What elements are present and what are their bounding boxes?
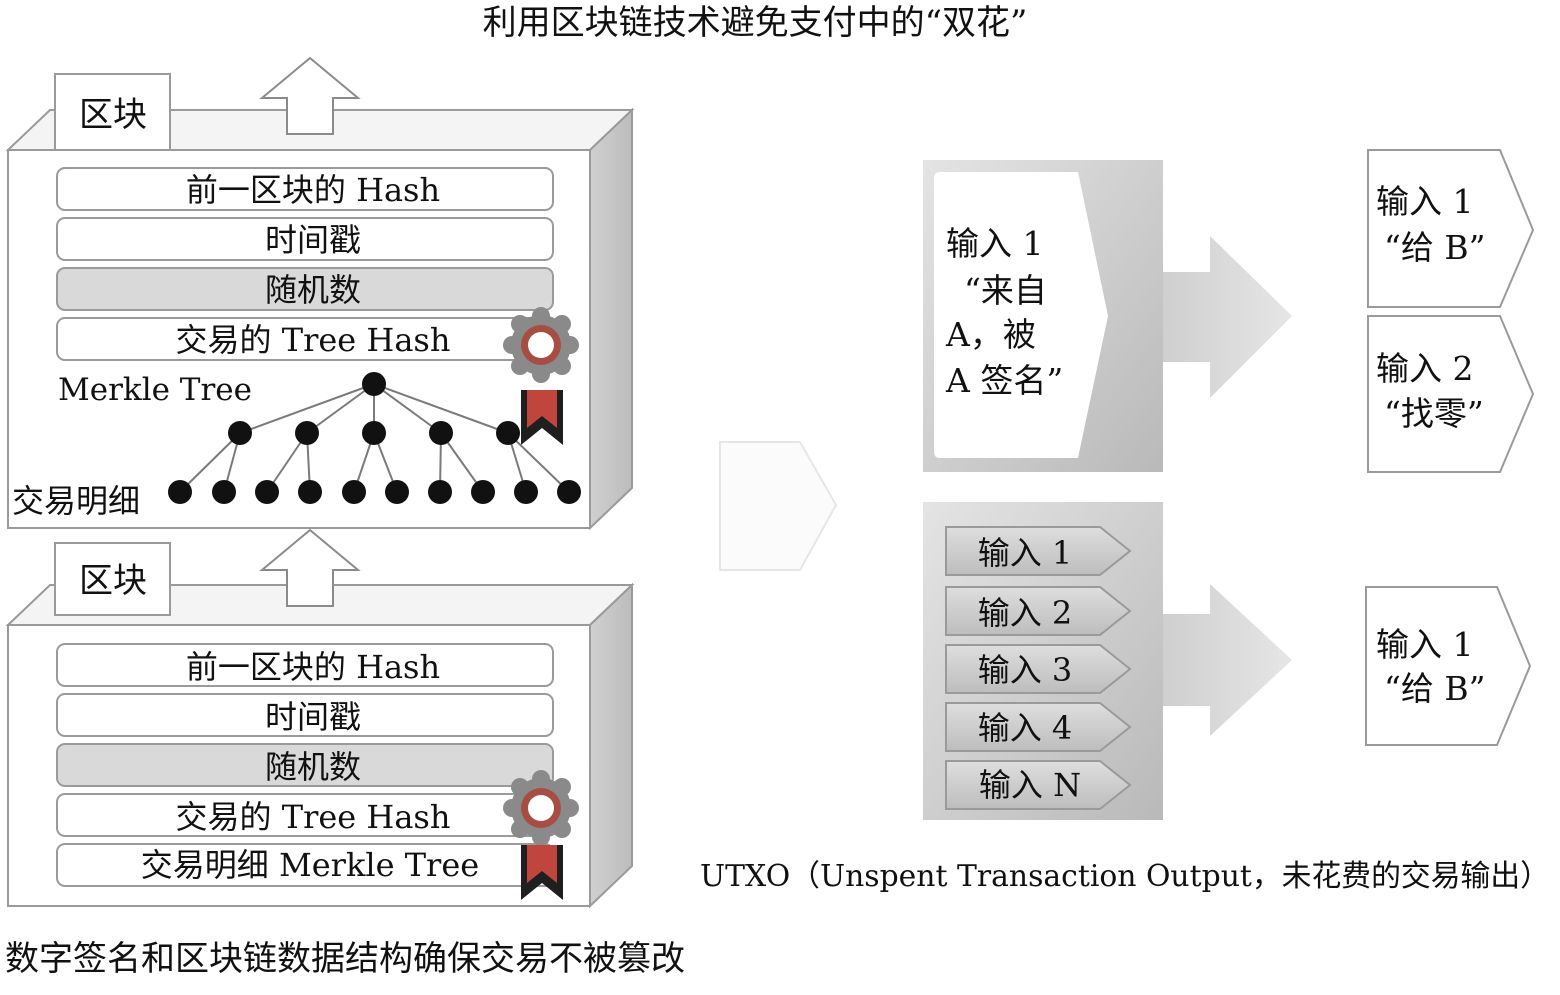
- merkle-tree-label: Merkle Tree: [58, 372, 252, 408]
- diagram-title: 利用区块链技术避免支付中的“双花”: [483, 3, 1028, 43]
- output-card-line: 输入 2: [1376, 349, 1474, 388]
- input-card-line: A，被: [945, 315, 1036, 354]
- flow-arrow-icon: [1163, 584, 1292, 736]
- input-chip-label: 输入 4: [978, 709, 1073, 747]
- up-arrow-icon: [259, 56, 361, 135]
- merkle-node: [496, 421, 520, 445]
- transaction-bottom: 输入 1 输入 2 输入 3 输入 4 输入 N 输入 1 “给 B”: [923, 502, 1532, 820]
- merkle-node: [429, 421, 453, 445]
- output-card-line: “给 B”: [1384, 228, 1485, 267]
- block-top: 区块 前一区块的 Hash 时间戳 随机数 交易的 Tree Hash Merk…: [5, 56, 635, 531]
- input-chip-label: 输入 2: [978, 594, 1073, 632]
- input-chip: [945, 586, 1132, 636]
- flow-arrow-icon: [1163, 236, 1292, 398]
- transaction-leaf-node: [342, 480, 366, 504]
- input-chip: [945, 526, 1132, 576]
- transaction-leaf-node: [557, 480, 581, 504]
- input-card-line: 输入 1: [946, 224, 1044, 263]
- merkle-node: [228, 421, 252, 445]
- caption-left: 数字签名和区块链数据结构确保交易不被篡改: [5, 939, 685, 979]
- block-row-label: 交易的 Tree Hash: [176, 321, 451, 359]
- input-chip-label: 输入 N: [979, 766, 1081, 804]
- input-chip: [945, 702, 1132, 752]
- block-row-label: 时间戳: [265, 698, 361, 736]
- block-row-label: 随机数: [265, 748, 361, 786]
- block-row-prev-hash: [56, 167, 554, 211]
- transaction-leaf-node: [255, 480, 279, 504]
- gear-seal-icon: [503, 770, 579, 846]
- block-bottom: 区块 前一区块的 Hash 时间戳 随机数 交易的 Tree Hash 交易明细…: [5, 528, 635, 909]
- transaction-leaf-node: [298, 480, 322, 504]
- ribbon-inner: [527, 390, 557, 428]
- input-card-line: A 签名”: [945, 361, 1063, 400]
- transaction-leaf-node: [212, 480, 236, 504]
- output-card-line: 输入 1: [1376, 625, 1474, 664]
- block-row-label: 前一区块的 Hash: [186, 171, 440, 209]
- input-chip: [945, 760, 1132, 810]
- block-row-label: 随机数: [265, 271, 361, 309]
- transaction-top: 输入 1 “来自 A，被 A 签名” 输入 1 “给 B” 输入 2 “找零”: [923, 149, 1535, 473]
- block-tab: [54, 73, 171, 151]
- block-row-nonce: [56, 267, 554, 311]
- transaction-leaf-node: [471, 480, 495, 504]
- transaction-leaf-node: [385, 480, 409, 504]
- merkle-root-node: [362, 372, 386, 396]
- input-chip-label: 输入 3: [978, 651, 1073, 689]
- up-arrow-icon: [259, 528, 361, 607]
- block-row-label: 交易明细 Merkle Tree: [141, 846, 479, 884]
- input-chip: [945, 644, 1132, 694]
- block-row-prev-hash: [56, 643, 554, 687]
- transaction-leaf-node: [428, 480, 452, 504]
- block-tab: [54, 542, 171, 616]
- block-row-label: 交易的 Tree Hash: [176, 798, 451, 836]
- chevron-arrow-icon: [719, 441, 838, 571]
- input-card-line: “来自: [964, 271, 1047, 310]
- block-tab-label: 区块: [79, 561, 147, 601]
- ribbon-inner: [527, 845, 557, 883]
- merkle-node: [295, 421, 319, 445]
- input-card: [934, 172, 1108, 458]
- output-card-line: 输入 1: [1376, 182, 1474, 221]
- block-row-timestamp: [56, 217, 554, 261]
- transaction-leaf-node: [168, 480, 192, 504]
- block-row-label: 前一区块的 Hash: [186, 648, 440, 686]
- block-row-nonce: [56, 743, 554, 787]
- block-row-timestamp: [56, 693, 554, 737]
- output-card-line: “给 B”: [1384, 669, 1485, 708]
- block-row-label: 时间戳: [265, 221, 361, 259]
- output-card: [1365, 586, 1532, 746]
- transaction-leaf-node: [514, 480, 538, 504]
- output-card: [1367, 149, 1535, 308]
- input-chip-label: 输入 1: [978, 534, 1073, 572]
- gear-seal-icon: [503, 307, 579, 383]
- merkle-node: [362, 421, 386, 445]
- output-card-line: “找零”: [1384, 394, 1484, 433]
- output-card: [1367, 315, 1535, 473]
- block-tab-label: 区块: [79, 95, 147, 135]
- transaction-detail-label: 交易明细: [12, 482, 140, 520]
- caption-utxo: UTXO（Unspent Transaction Output，未花费的交易输出…: [700, 859, 1550, 894]
